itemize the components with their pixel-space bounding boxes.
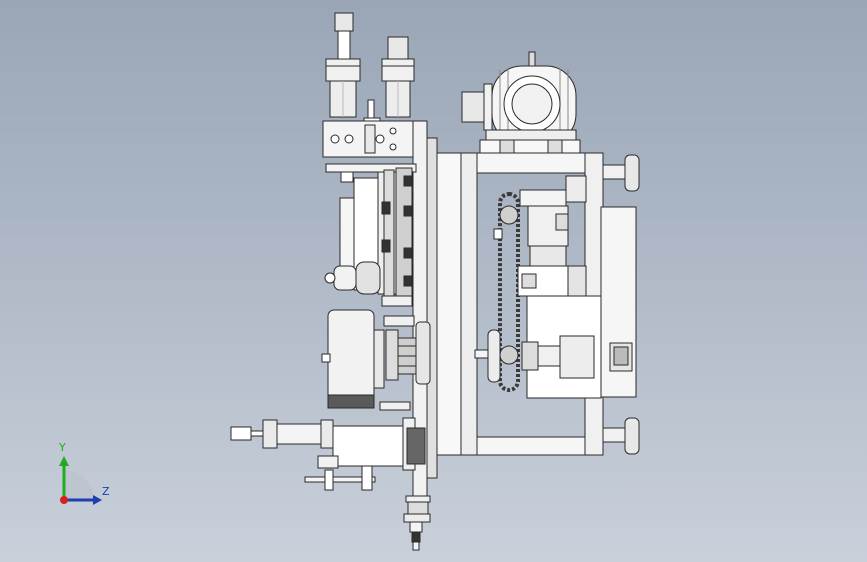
coordinate-triad[interactable]: Y Z (40, 438, 120, 518)
right-adjust-knobs (602, 154, 640, 455)
top-left-cylinder (325, 12, 361, 118)
middle-coupling (379, 315, 431, 411)
lower-gearbox (521, 335, 595, 379)
z-axis-head (93, 495, 102, 505)
y-axis-label: Y (59, 441, 66, 454)
roller-stack (381, 167, 413, 301)
upper-gearbox (493, 175, 587, 297)
lower-wheels (324, 261, 413, 307)
lower-cylinder (230, 417, 426, 491)
left-drum-motor (321, 309, 385, 409)
origin-dot (60, 496, 68, 504)
triad-graphic (59, 456, 102, 505)
z-axis-label: Z (102, 485, 110, 498)
y-axis-head (59, 456, 69, 466)
top-right-cylinder (381, 36, 415, 118)
top-electric-motor (461, 51, 581, 154)
chain-drive (474, 192, 520, 392)
triad-shade (64, 470, 94, 500)
top-crossbar-plate (322, 120, 416, 158)
bottom-shaft (403, 495, 431, 551)
